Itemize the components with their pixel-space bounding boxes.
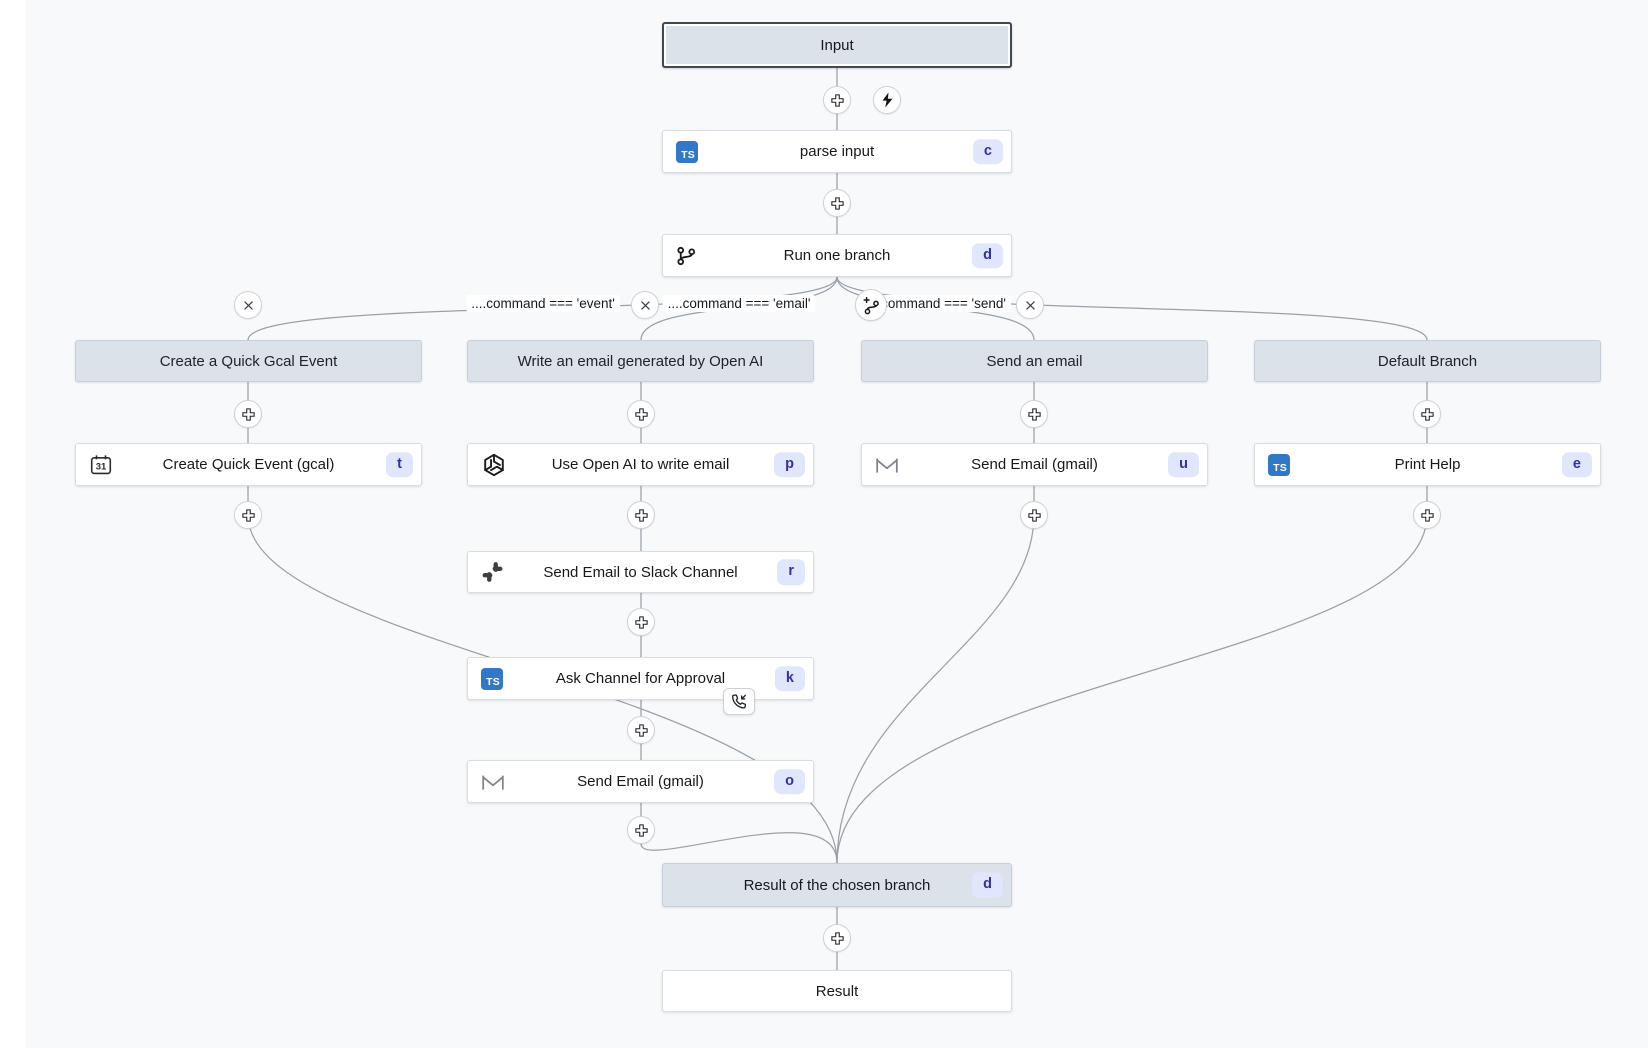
node-use-openai-write-email[interactable]: Use Open AI to write email p xyxy=(467,443,814,486)
plus-icon xyxy=(241,508,255,522)
branch-header-label: Create a Quick Gcal Event xyxy=(159,352,338,370)
node-badge: d xyxy=(972,872,1003,898)
add-branch-icon xyxy=(862,296,879,314)
node-label: Result of the chosen branch xyxy=(743,876,931,894)
typescript-icon: TS xyxy=(1268,453,1290,476)
branch-header-write-email-openai[interactable]: Write an email generated by Open AI xyxy=(467,340,814,382)
branch-header-create-gcal-event[interactable]: Create a Quick Gcal Event xyxy=(75,340,422,382)
delete-branch-button[interactable] xyxy=(234,291,262,319)
add-step-button[interactable] xyxy=(627,608,655,636)
branch-condition-label: ....command === 'email' xyxy=(662,295,816,312)
node-label: Input xyxy=(820,36,854,54)
branch-condition-label: ....command === 'event' xyxy=(466,295,620,312)
plus-icon xyxy=(634,823,648,837)
node-send-email-to-slack[interactable]: Send Email to Slack Channel r xyxy=(467,551,814,593)
plus-icon xyxy=(830,93,844,107)
gmail-icon xyxy=(481,772,505,792)
plus-icon xyxy=(1420,407,1434,421)
node-create-quick-event-gcal[interactable]: 31 Create Quick Event (gcal) t xyxy=(75,443,422,486)
node-badge: r xyxy=(777,559,805,585)
close-icon xyxy=(1025,300,1035,310)
slack-icon xyxy=(481,561,504,584)
node-label: Print Help xyxy=(1394,456,1461,473)
node-label: Send Email to Slack Channel xyxy=(543,563,738,581)
plus-icon xyxy=(1420,508,1434,522)
add-step-button[interactable] xyxy=(823,189,851,217)
node-badge: e xyxy=(1561,451,1592,478)
typescript-icon: TS xyxy=(481,667,503,690)
trigger-button[interactable] xyxy=(873,86,901,114)
branch-condition-label: ....command === 'send' xyxy=(861,295,1011,312)
node-result[interactable]: Result xyxy=(662,970,1012,1012)
node-label: Create Quick Event (gcal) xyxy=(162,456,335,473)
node-label: Use Open AI to write email xyxy=(551,456,730,473)
add-step-button[interactable] xyxy=(234,501,262,529)
node-label: Ask Channel for Approval xyxy=(555,670,726,687)
close-icon xyxy=(243,300,253,310)
node-send-email-gmail[interactable]: Send Email (gmail) o xyxy=(467,760,814,803)
node-badge: o xyxy=(774,768,805,795)
calendar-icon: 31 xyxy=(89,454,113,476)
add-step-button[interactable] xyxy=(823,86,851,114)
plus-icon xyxy=(1027,407,1041,421)
phone-incoming-icon xyxy=(732,693,747,709)
delete-branch-button[interactable] xyxy=(1016,291,1044,319)
node-ask-channel-for-approval[interactable]: TS Ask Channel for Approval k xyxy=(467,657,814,715)
flow-edge xyxy=(640,803,838,864)
node-badge: d xyxy=(972,242,1003,269)
node-run-one-branch[interactable]: Run one branch d xyxy=(662,234,1012,277)
close-icon xyxy=(640,300,650,310)
node-label: Result xyxy=(815,982,859,1000)
add-step-button[interactable] xyxy=(823,924,851,952)
add-step-button[interactable] xyxy=(234,400,262,428)
git-branch-icon xyxy=(676,245,697,266)
plus-icon xyxy=(634,508,648,522)
plus-icon xyxy=(1027,508,1041,522)
node-parse-input[interactable]: TS parse input c xyxy=(662,130,1012,173)
node-label: Run one branch xyxy=(783,247,891,264)
add-step-button[interactable] xyxy=(1413,400,1441,428)
node-badge: k xyxy=(774,665,805,692)
add-branch-button[interactable] xyxy=(855,289,887,321)
branch-header-default-branch[interactable]: Default Branch xyxy=(1254,340,1601,382)
plus-icon xyxy=(634,407,648,421)
plus-icon xyxy=(241,407,255,421)
openai-icon xyxy=(481,452,507,478)
add-step-button[interactable] xyxy=(627,400,655,428)
node-label: Send Email (gmail) xyxy=(577,773,704,790)
add-step-button[interactable] xyxy=(627,501,655,529)
gmail-icon xyxy=(875,455,899,475)
add-step-button[interactable] xyxy=(627,816,655,844)
flow-edge xyxy=(836,486,1428,864)
delete-branch-button[interactable] xyxy=(631,291,659,319)
node-badge: c xyxy=(972,138,1003,165)
node-badge: u xyxy=(1168,451,1199,478)
add-step-button[interactable] xyxy=(627,716,655,744)
plus-icon xyxy=(634,723,648,737)
typescript-icon: TS xyxy=(676,140,698,163)
branch-header-label: Default Branch xyxy=(1377,352,1478,370)
node-label: Send Email (gmail) xyxy=(971,456,1098,473)
add-step-button[interactable] xyxy=(1020,501,1048,529)
branch-header-label: Write an email generated by Open AI xyxy=(517,352,764,370)
add-step-button[interactable] xyxy=(1020,400,1048,428)
node-badge: p xyxy=(774,451,805,478)
add-step-button[interactable] xyxy=(1413,501,1441,529)
plus-icon xyxy=(634,615,648,629)
node-print-help[interactable]: TS Print Help e xyxy=(1254,443,1601,486)
node-badge: t xyxy=(386,451,413,478)
bolt-icon xyxy=(882,92,892,108)
branch-header-send-an-email[interactable]: Send an email xyxy=(861,340,1208,382)
plus-icon xyxy=(830,931,844,945)
svg-text:31: 31 xyxy=(96,461,107,472)
flow-edge xyxy=(836,486,1035,864)
approval-step-indicator xyxy=(723,688,755,715)
node-result-of-chosen-branch[interactable]: Result of the chosen branch d xyxy=(662,863,1012,907)
branch-header-label: Send an email xyxy=(986,352,1083,370)
node-label: parse input xyxy=(799,143,875,160)
node-input[interactable]: Input xyxy=(662,22,1012,68)
node-send-email-gmail[interactable]: Send Email (gmail) u xyxy=(861,443,1208,486)
canvas-left-gutter xyxy=(0,0,26,1048)
plus-icon xyxy=(830,196,844,210)
